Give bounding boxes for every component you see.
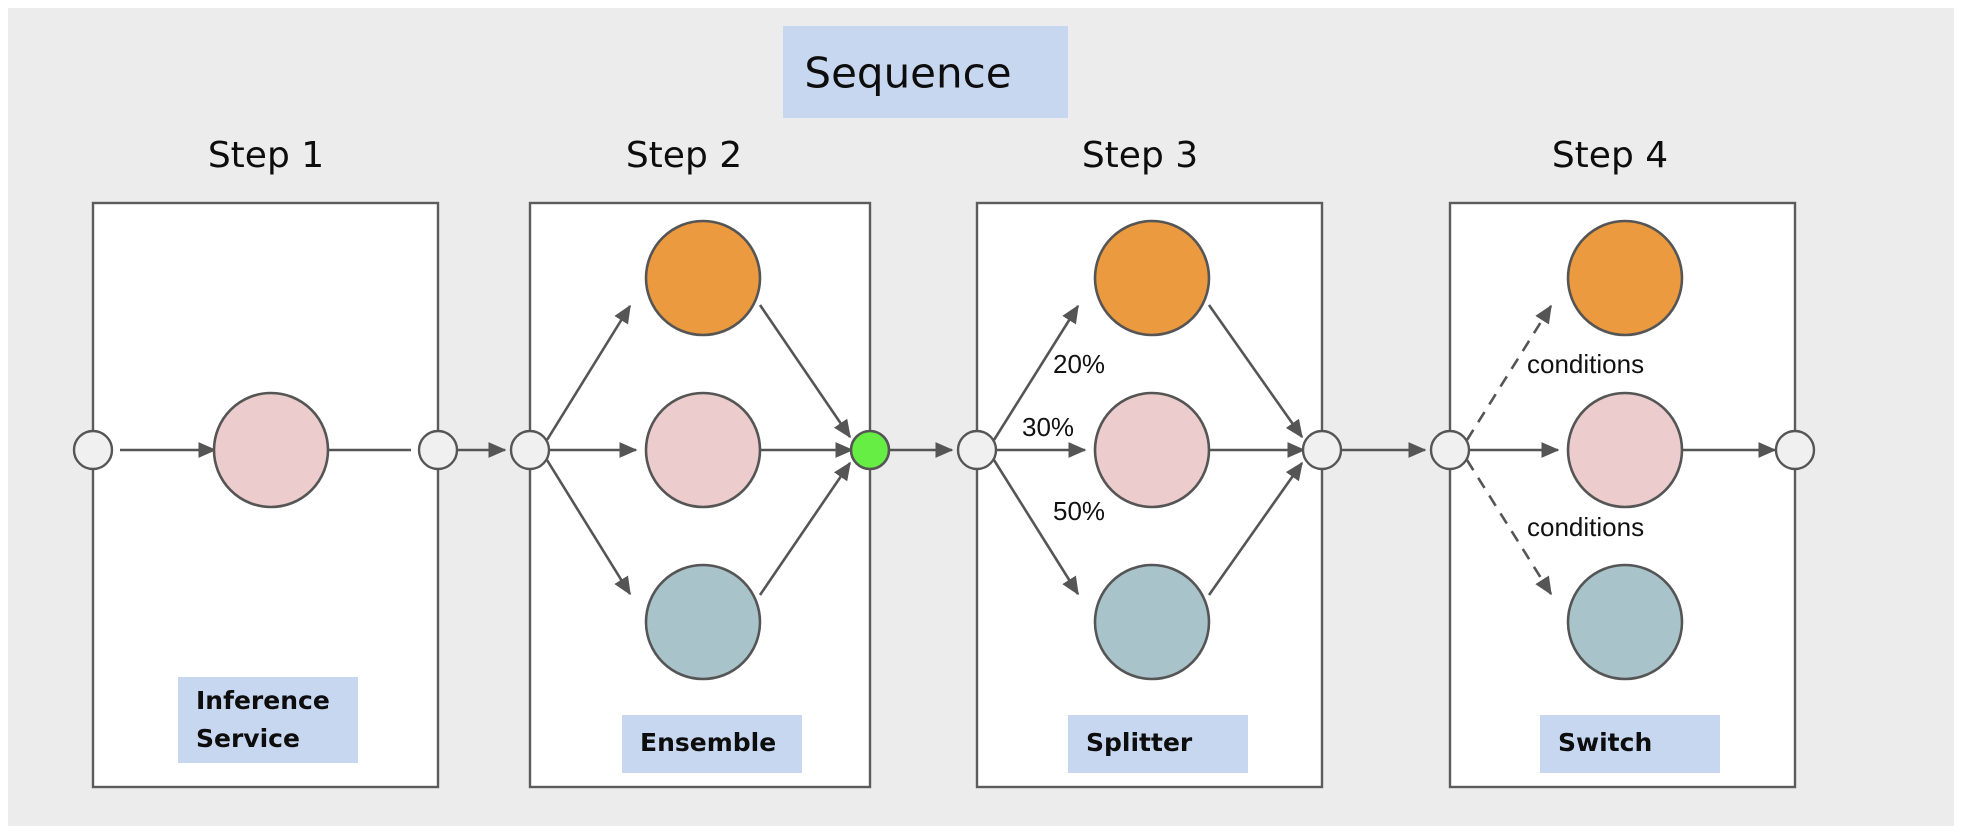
step-1-badge-line-2: Service: [196, 724, 300, 753]
step-2-badge-label: Ensemble: [640, 728, 776, 757]
step-3-node-model-bottom[interactable]: [1093, 563, 1211, 681]
step-2-connector-in[interactable]: [509, 429, 551, 471]
step-3-edge-in-bottom: [992, 459, 1080, 596]
step-3-edge-label-bottom: 50%: [1053, 496, 1105, 526]
step-3-node-model-middle[interactable]: [1093, 391, 1211, 509]
step-1-header: Step 1: [208, 135, 324, 176]
step-3-edge-label-top: 20%: [1053, 349, 1105, 379]
step-4-node-model-top[interactable]: [1566, 219, 1684, 337]
step-1-badge-line-1: Inference: [196, 686, 330, 715]
diagram-title: Sequence: [804, 49, 1011, 98]
step-2-edge-in-bottom: [545, 459, 632, 596]
step-4-edge-in-bottom: [1465, 459, 1553, 596]
step-4-header: Step 4: [1552, 135, 1668, 176]
step-3-badge-label: Splitter: [1086, 728, 1193, 757]
step-1-node-model[interactable]: [212, 391, 330, 509]
step-3-connector-in[interactable]: [956, 429, 998, 471]
step-4-edge-label-top: conditions: [1527, 349, 1644, 379]
step-2-edge-out-bottom: [758, 461, 852, 596]
step-4-edge-in-top: [1465, 304, 1553, 441]
step-1-connector-out[interactable]: [417, 429, 459, 471]
step-4-connector-in[interactable]: [1429, 429, 1471, 471]
step-4-node-model-middle[interactable]: [1566, 391, 1684, 509]
step-3-badge-box: [1068, 715, 1248, 773]
step-3-edge-out-top: [1207, 304, 1304, 439]
step-2-node-model-bottom[interactable]: [644, 563, 762, 681]
step-3-edge-in-top: [992, 304, 1080, 441]
step-3-edge-out-bottom: [1207, 461, 1304, 596]
step-2-node-model-top[interactable]: [644, 219, 762, 337]
step-4-edge-label-bottom: conditions: [1527, 512, 1644, 542]
step-3-edge-label-middle: 30%: [1022, 412, 1074, 442]
step-4-badge-box: [1540, 715, 1720, 773]
step-2-merge-node[interactable]: [849, 429, 891, 471]
step-2-badge-box: [622, 715, 802, 773]
step-2-edge-in-top: [545, 304, 632, 441]
step-4-node-model-bottom[interactable]: [1566, 563, 1684, 681]
step-2-node-model-middle[interactable]: [644, 391, 762, 509]
step-3-node-model-top[interactable]: [1093, 219, 1211, 337]
step-1-connector-in[interactable]: [72, 429, 114, 471]
step-1-badge-box: [178, 677, 358, 763]
step-3-connector-out[interactable]: [1301, 429, 1343, 471]
step-3-header: Step 3: [1082, 135, 1198, 176]
title-badge-box: [783, 26, 1068, 118]
step-2-header: Step 2: [626, 135, 742, 176]
step-4-badge-label: Switch: [1558, 728, 1652, 757]
step-2-edge-out-top: [758, 304, 852, 439]
step-4-connector-out[interactable]: [1774, 429, 1816, 471]
